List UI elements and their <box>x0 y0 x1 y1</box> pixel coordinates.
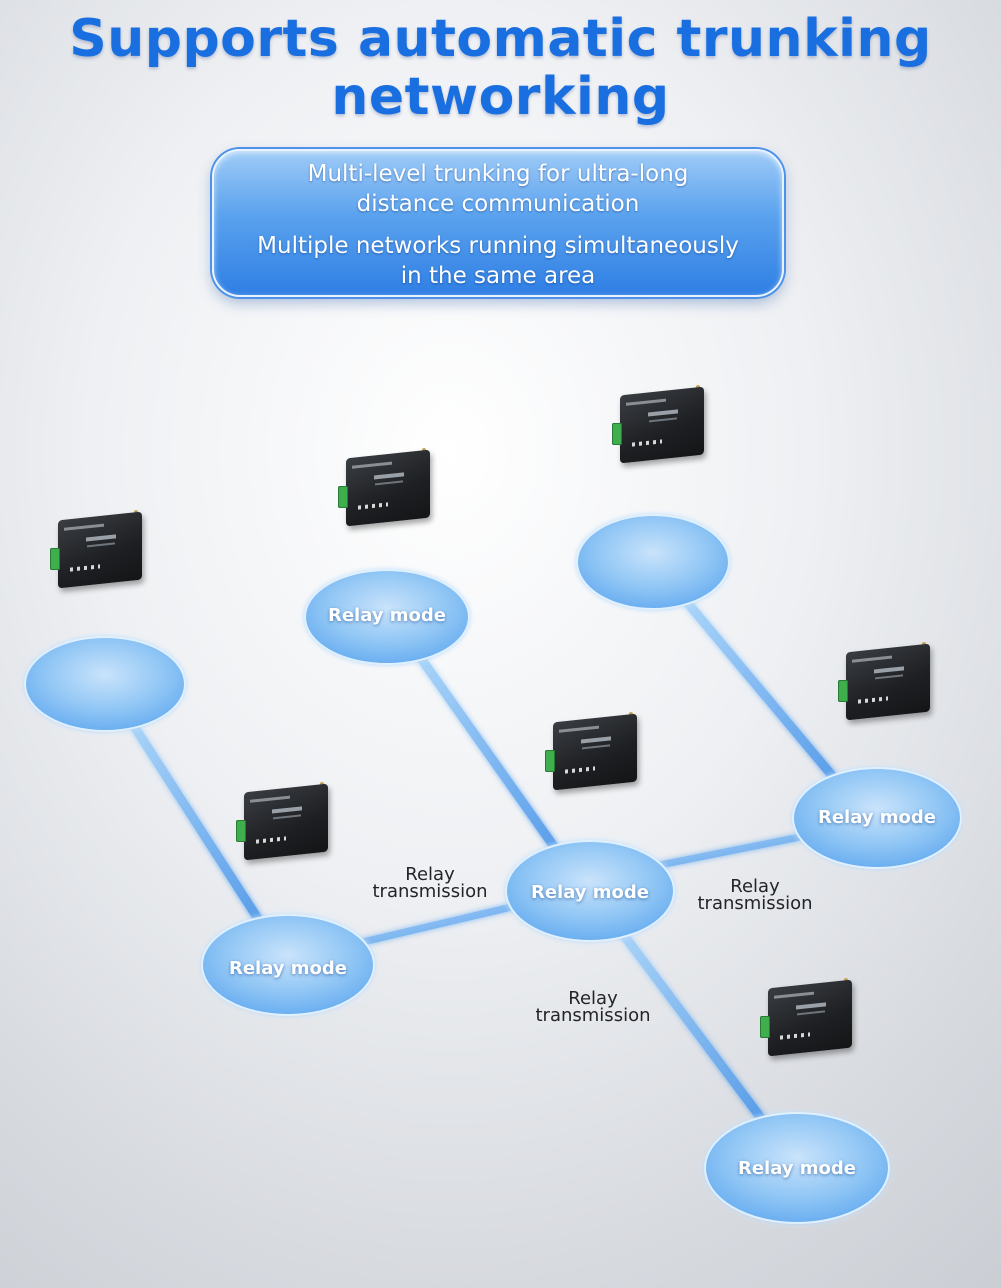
node-bottom-left-label: Relay mode <box>228 958 348 979</box>
transceiver-device-icon <box>50 510 146 589</box>
terminal-block-icon <box>50 548 60 570</box>
nodes <box>24 514 962 1224</box>
node-center <box>505 840 675 942</box>
feature-trunking-line-1: Multi-level trunking for ultra-long <box>307 161 689 187</box>
link-center-to-bottom-right <box>615 925 775 1135</box>
feature-trunking: Multi-level trunking for ultra-long dist… <box>214 159 782 219</box>
link-bottom-left-to-center <box>346 901 524 949</box>
link-label-2-line-1: Relay <box>730 876 780 897</box>
transceiver-device-icon <box>760 978 856 1057</box>
link-label-2-line-2: transmission <box>697 893 813 914</box>
title-line-2: networking <box>331 67 670 127</box>
terminal-block-icon <box>236 820 246 842</box>
device-body <box>244 783 328 861</box>
node-bottom-right-label: Relay mode <box>737 1158 857 1179</box>
node-bottom-left <box>201 914 375 1016</box>
link-label-1-line-1: Relay <box>405 864 455 885</box>
node-right <box>792 767 962 869</box>
transceiver-device-icon <box>236 782 332 861</box>
terminal-block-icon <box>760 1016 770 1038</box>
links <box>125 595 845 1135</box>
link-left-to-bottom-left <box>125 715 267 930</box>
transceiver-device-icon <box>338 448 434 527</box>
terminal-block-icon <box>612 423 622 445</box>
title-line-1: Supports automatic trunking <box>69 9 932 69</box>
link-center-to-right <box>656 831 814 869</box>
transceiver-device-icon <box>545 712 641 791</box>
device-body <box>768 979 852 1057</box>
node-top-right <box>576 514 730 610</box>
device-body <box>553 713 637 791</box>
terminal-block-icon <box>338 486 348 508</box>
link-label-bottom-left-center: Relay transmission <box>340 864 520 902</box>
terminal-block-icon <box>838 680 848 702</box>
node-left <box>24 636 186 732</box>
link-top-right-to-right <box>680 595 845 790</box>
feature-multi-network-line-1: Multiple networks running simultaneously <box>257 233 739 259</box>
transceiver-device-icon <box>838 642 934 721</box>
node-top-center <box>304 569 470 665</box>
link-label-1-line-2: transmission <box>372 881 488 902</box>
node-right-label: Relay mode <box>817 807 937 828</box>
device-body <box>58 511 142 589</box>
link-label-3-line-1: Relay <box>568 988 618 1009</box>
terminal-block-icon <box>545 750 555 772</box>
feature-trunking-line-2: distance communication <box>356 191 640 217</box>
device-body <box>846 643 930 721</box>
link-top-center-to-center <box>410 645 565 860</box>
feature-multi-network: Multiple networks running simultaneously… <box>214 231 782 291</box>
node-bottom-right <box>704 1112 890 1224</box>
node-center-label: Relay mode <box>530 882 650 903</box>
feature-multi-network-line-2: in the same area <box>400 263 596 289</box>
link-label-center-right: Relay transmission <box>665 876 845 914</box>
feature-info-box: Multi-level trunking for ultra-long dist… <box>212 149 784 297</box>
transceiver-device-icon <box>612 385 708 464</box>
link-label-center-bottom-right: Relay transmission <box>503 988 683 1026</box>
page-title: Supports automatic trunking networking <box>0 10 1001 126</box>
device-body <box>346 449 430 527</box>
device-body <box>620 386 704 464</box>
node-top-center-label: Relay mode <box>327 605 447 626</box>
link-label-3-line-2: transmission <box>535 1005 651 1026</box>
